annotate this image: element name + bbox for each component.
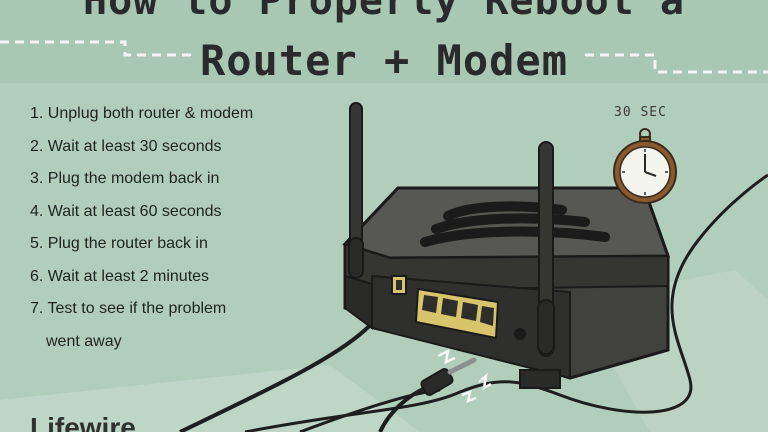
dashed-line-right [585, 53, 768, 74]
step-5: 5. Plug the router back in [30, 235, 208, 252]
dashed-line-left [0, 40, 195, 57]
router-side [344, 274, 373, 330]
power-jack [378, 357, 477, 432]
antenna-left [348, 102, 364, 279]
floor-shadow [0, 365, 420, 432]
step-6: 6. Wait at least 2 minutes [30, 267, 210, 285]
antenna-right [537, 141, 555, 357]
step-7: 7. Test to see if the problem [30, 300, 227, 317]
step-4: 4. Wait at least 60 seconds [30, 202, 222, 220]
step-2: 2. Wait at least 30 seconds [30, 137, 222, 155]
title-line-1: How to Properly Reboot a [83, 0, 685, 24]
step-1: 1. Unplug both router & modem [30, 105, 254, 122]
cable-long [244, 173, 768, 432]
brand-logo: Lifewire [30, 412, 136, 432]
wan-port [391, 275, 407, 295]
power-port [514, 328, 526, 340]
lan-ports [414, 287, 500, 340]
spark-marks [437, 348, 492, 403]
router-foot [519, 369, 561, 389]
step-3: 3. Plug the modem back in [30, 170, 220, 187]
stopwatch-icon [613, 128, 677, 204]
step-7-continued: went away [46, 332, 122, 350]
steps-list: 1. Unplug both router & modem 2. Wait at… [30, 98, 253, 358]
timer-label: 30 SEC [614, 105, 667, 120]
title-line-2: Router + Modem [199, 36, 568, 85]
